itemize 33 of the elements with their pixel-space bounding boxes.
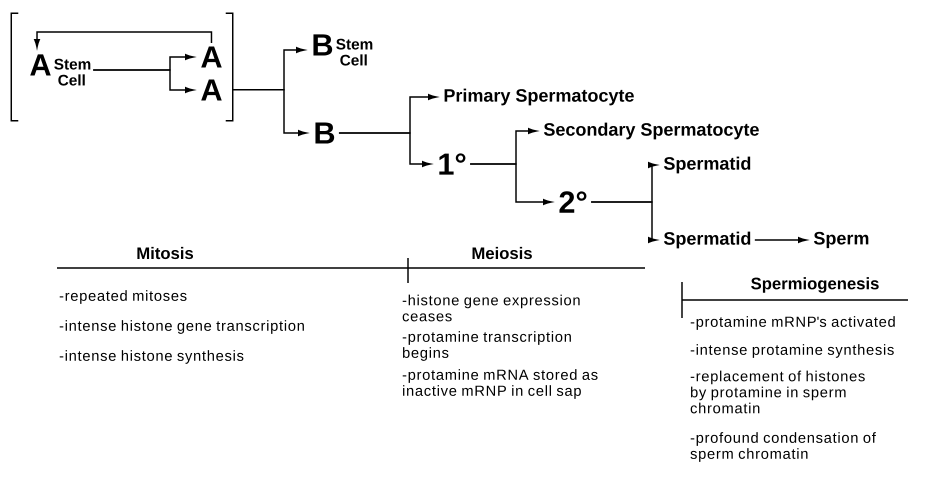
bullet-note: -intense protamine synthesis <box>690 344 894 358</box>
bullet-note: -protamine transcription begins <box>402 331 571 361</box>
bullet-note: -repeated mitoses <box>60 290 187 304</box>
arrow <box>470 163 552 205</box>
stage-label: AStem Cell <box>30 54 90 86</box>
stage-label: B Stem Cell <box>313 34 372 66</box>
arrow <box>338 132 431 167</box>
section-heading: Mitosis <box>137 246 194 260</box>
section-heading: Spermiogenesis <box>751 277 879 293</box>
arrow <box>591 201 657 243</box>
stage-label: 2° <box>559 191 586 213</box>
arrow <box>34 31 212 48</box>
stage-label: 1° <box>439 153 466 175</box>
stage-label: A <box>201 79 222 101</box>
arrow <box>754 237 807 243</box>
stage-label: Spermatid <box>664 156 750 174</box>
bullet-note: -replacement of histones by protamine in sperm chromatin <box>690 370 865 414</box>
stage-label: Sperm <box>814 232 868 248</box>
stage-label: B <box>315 122 334 144</box>
arrow <box>93 69 194 93</box>
bullet-note: -intense histone gene transcription <box>60 320 304 334</box>
stage-label: Spermatid <box>664 232 750 248</box>
bullet-note: -histone gene expression ceases <box>402 294 580 322</box>
stage-label: Secondary Spermatocyte <box>544 122 759 140</box>
bullet-note: -protamine mRNP's activated <box>690 316 895 330</box>
stage-label: Primary Spermatocyte <box>444 88 634 106</box>
stage-label: A <box>201 46 222 68</box>
bullet-note: -protamine mRNA stored as inactive mRNP in cell sap <box>402 369 598 399</box>
bullet-note: -profound condensation of sperm chromatin <box>690 432 876 462</box>
bracket-group <box>10 12 234 122</box>
section-heading: Meiosis <box>472 246 532 260</box>
bullet-note: -intense histone synthesis <box>60 350 244 364</box>
arrow <box>232 89 307 136</box>
